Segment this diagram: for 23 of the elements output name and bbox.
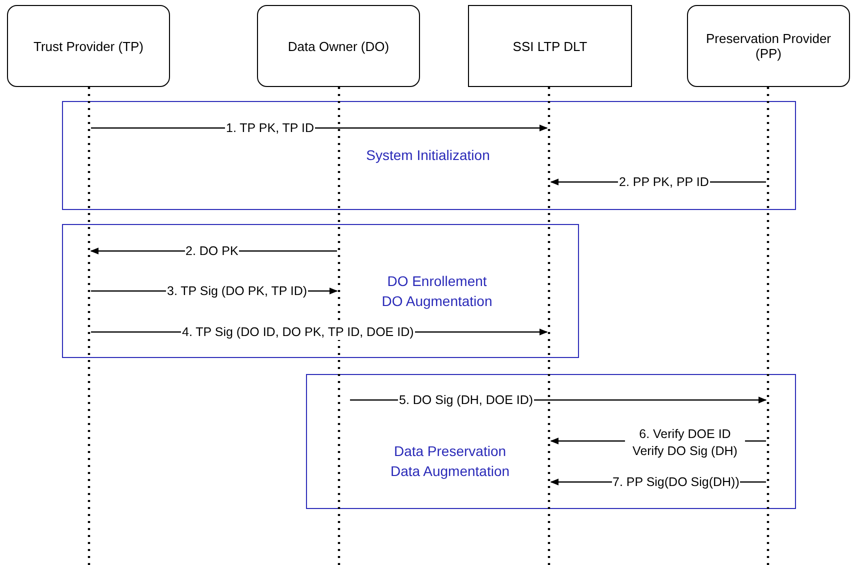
frame-label: DO Enrollement [387, 272, 487, 291]
participant-label: Data Owner (DO) [288, 38, 390, 54]
participant-box [7, 5, 170, 87]
edge-label: 6. Verify DOE ID Verify DO Sig (DH) [625, 426, 745, 460]
frame-label: Data Preservation [394, 442, 506, 461]
edge-label: 1. TP PK, TP ID [225, 121, 316, 136]
lifeline [547, 87, 551, 565]
participant-box [687, 5, 850, 87]
frame-label: DO Augmentation [382, 292, 492, 311]
participant-box [257, 5, 420, 87]
edge-label: 4. TP Sig (DO ID, DO PK, TP ID, DOE ID) [181, 325, 415, 340]
edge-label: 3. TP Sig (DO PK, TP ID) [166, 284, 308, 299]
frame-label: System Initialization [366, 146, 490, 165]
frame-label: Data Augmentation [390, 462, 510, 481]
edge-label: 2. PP PK, PP ID [618, 175, 710, 190]
lifeline [87, 87, 91, 565]
lifeline [766, 87, 770, 565]
participant-label: Preservation Provider (PP) [705, 31, 832, 61]
edge-label: 7. PP Sig(DO Sig(DH)) [612, 475, 740, 490]
participant-label: Trust Provider (TP) [33, 38, 144, 54]
participant-box [468, 5, 632, 87]
edge-label: 5. DO Sig (DH, DOE ID) [398, 393, 534, 408]
participant-label: SSI LTP DLT [512, 38, 588, 54]
